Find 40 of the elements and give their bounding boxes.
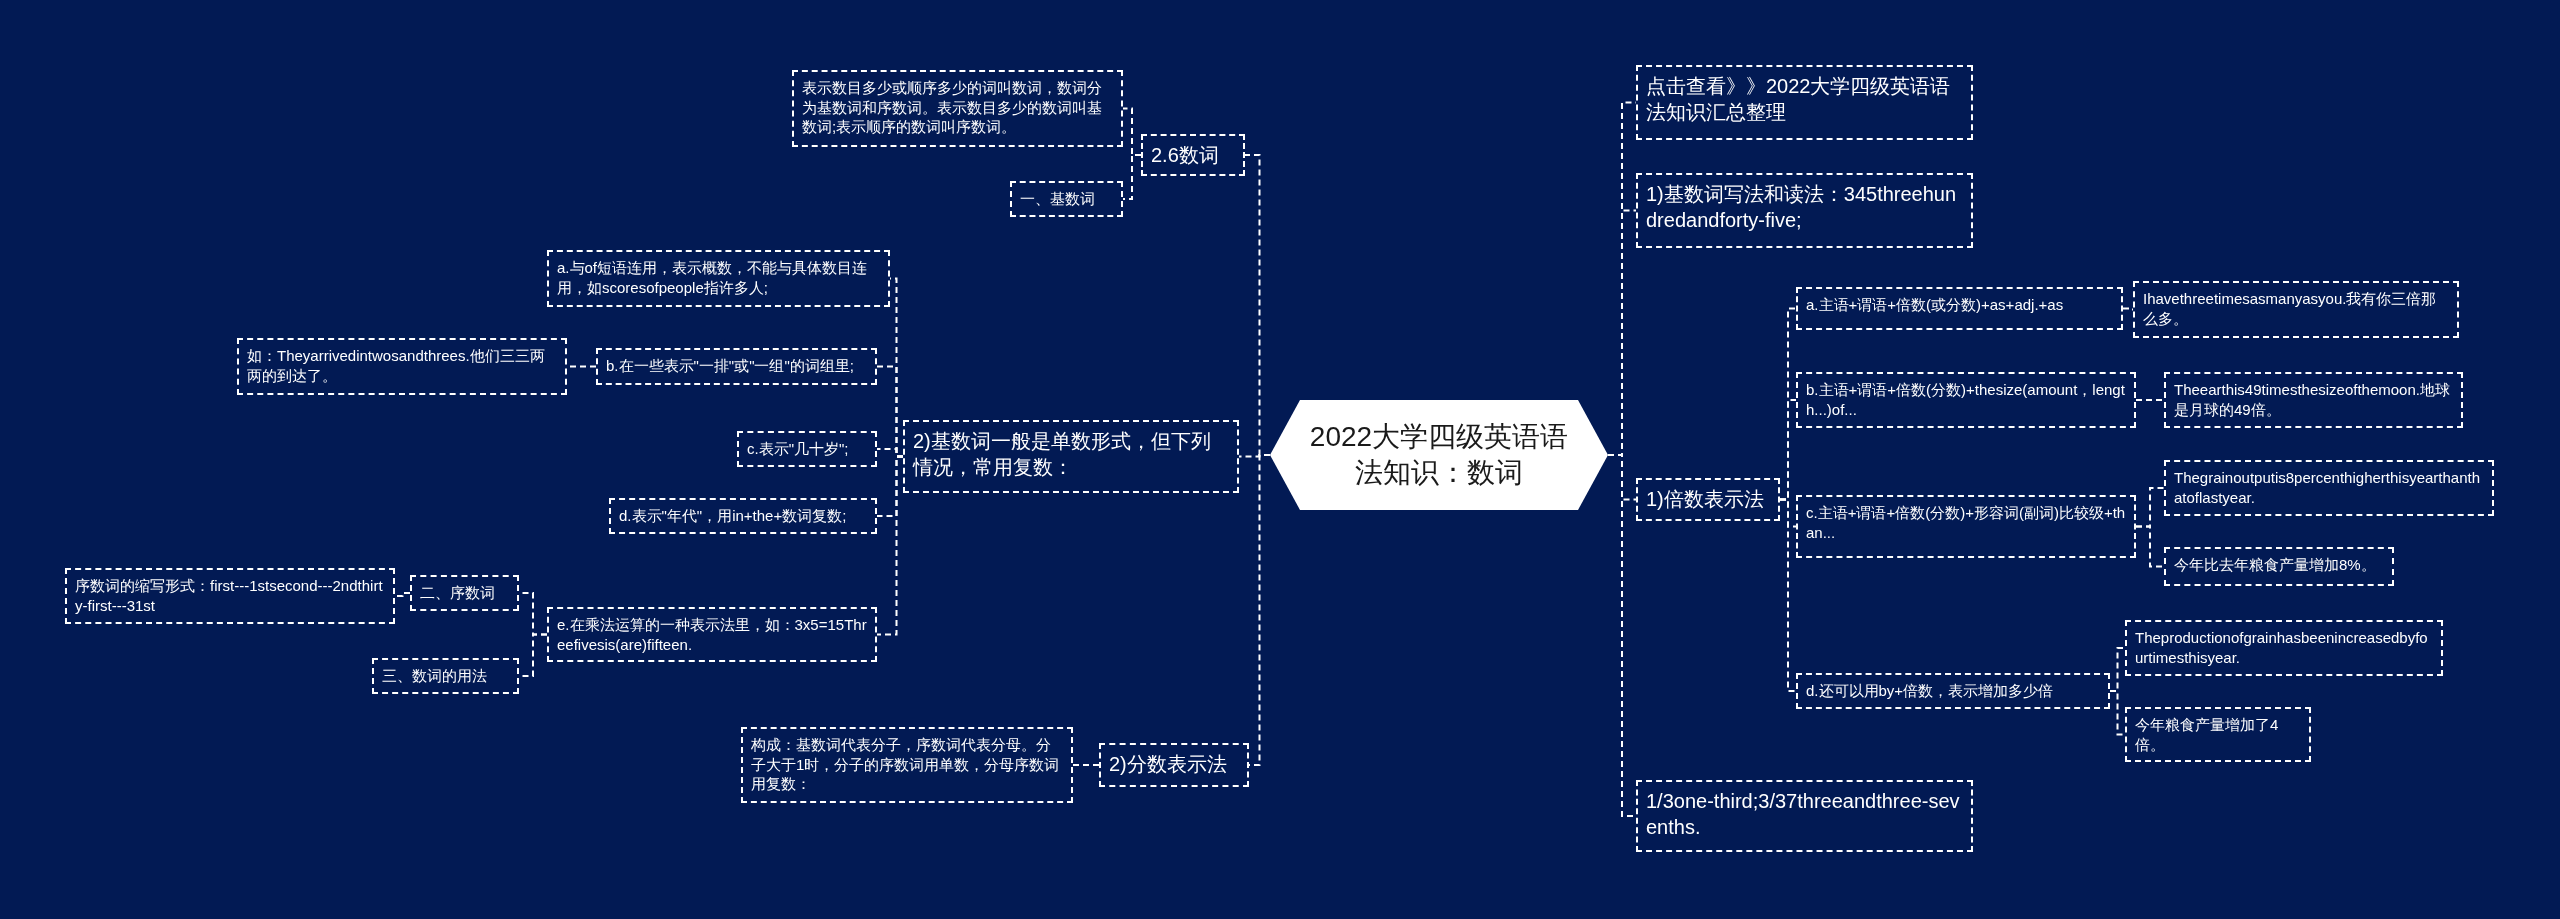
topic-box: a.与of短语连用，表示概数，不能与具体数目连用，如scoresofpeople指许多人; bbox=[547, 250, 890, 307]
topic-box: 序数词的缩写形式：first---1stsecond---2ndthirty-first---31st bbox=[65, 568, 395, 624]
connector-line bbox=[2109, 690, 2126, 736]
topic-box: 二、序数词 bbox=[410, 575, 519, 611]
topic-box: 2)基数词一般是单数形式，但下列情况，常用复数： bbox=[903, 420, 1239, 493]
topic-box: Theearthis49timesthesizeofthemoon.地球是月球的49倍。 bbox=[2164, 372, 2463, 428]
topic-box: e.在乘法运算的一种表示法里，如：3x5=15Threefivesis(are)fifteen. bbox=[547, 607, 877, 662]
topic-box: 一、基数词 bbox=[1010, 181, 1123, 217]
topic-box: Theproductionofgrainhasbeenincreasedbyfourtimesthisyear. bbox=[2125, 620, 2443, 676]
topic-box: 1)基数词写法和读法：345threehundredandforty-five; bbox=[1636, 173, 1973, 248]
connector-line bbox=[876, 455, 904, 636]
topic-box: 点击查看》》2022大学四级英语语法知识汇总整理 bbox=[1636, 65, 1973, 140]
topic-box: 今年比去年粮食产量增加8%。 bbox=[2164, 547, 2394, 586]
connector-line bbox=[2122, 307, 2134, 311]
topic-box: d.表示"年代"，用in+the+数词复数; bbox=[609, 498, 877, 534]
connector-line bbox=[1779, 498, 1797, 692]
connector-line bbox=[2135, 399, 2165, 401]
topic-box: 表示数目多少或顺序多少的词叫数词，数词分为基数词和序数词。表示数目多少的数词叫基数词;表示顺序的数词叫序数词。 bbox=[792, 70, 1123, 147]
topic-box: Ihavethreetimesasmanyasyou.我有你三倍那么多。 bbox=[2133, 281, 2459, 338]
topic-box: a.主语+谓语+倍数(或分数)+as+adj.+as bbox=[1796, 287, 2123, 330]
topic-box: Thegrainoutputis8percenthigherthisyearthanthatoflastyear. bbox=[2164, 460, 2494, 516]
topic-box: 如：Theyarrivedintwosandthrees.他们三三两两的到达了。 bbox=[237, 338, 567, 395]
topic-box: 2)分数表示法 bbox=[1099, 743, 1249, 787]
topic-box: c.主语+谓语+倍数(分数)+形容词(副词)比较级+than... bbox=[1796, 495, 2136, 558]
connector-line bbox=[394, 592, 411, 597]
topic-box: 1/3one-third;3/37threeandthree-sevenths. bbox=[1636, 780, 1973, 852]
topic-box: b.主语+谓语+倍数(分数)+thesize(amount，length...)of... bbox=[1796, 372, 2136, 428]
connector-line bbox=[1248, 454, 1271, 766]
topic-box: c.表示"几十岁"; bbox=[737, 431, 877, 467]
connector-line bbox=[1072, 764, 1100, 766]
connector-line bbox=[2135, 525, 2165, 568]
topic-box: 1)倍数表示法 bbox=[1636, 478, 1780, 521]
central-topic-hexagon: 2022大学四级英语语法知识：数词 bbox=[1270, 400, 1608, 510]
topic-box: b.在一些表示"一排"或"一组"的词组里; bbox=[596, 348, 877, 385]
connector-line bbox=[1122, 154, 1142, 200]
topic-box: 三、数词的用法 bbox=[372, 658, 519, 694]
topic-box: 构成：基数词代表分子，序数词代表分母。分子大于1时，分子的序数词用单数，分母序数词用复数： bbox=[741, 727, 1073, 803]
topic-box: 2.6数词 bbox=[1141, 134, 1245, 176]
topic-box: d.还可以用by+倍数，表示增加多少倍 bbox=[1796, 673, 2110, 709]
topic-box: 今年粮食产量增加了4倍。 bbox=[2125, 707, 2311, 762]
